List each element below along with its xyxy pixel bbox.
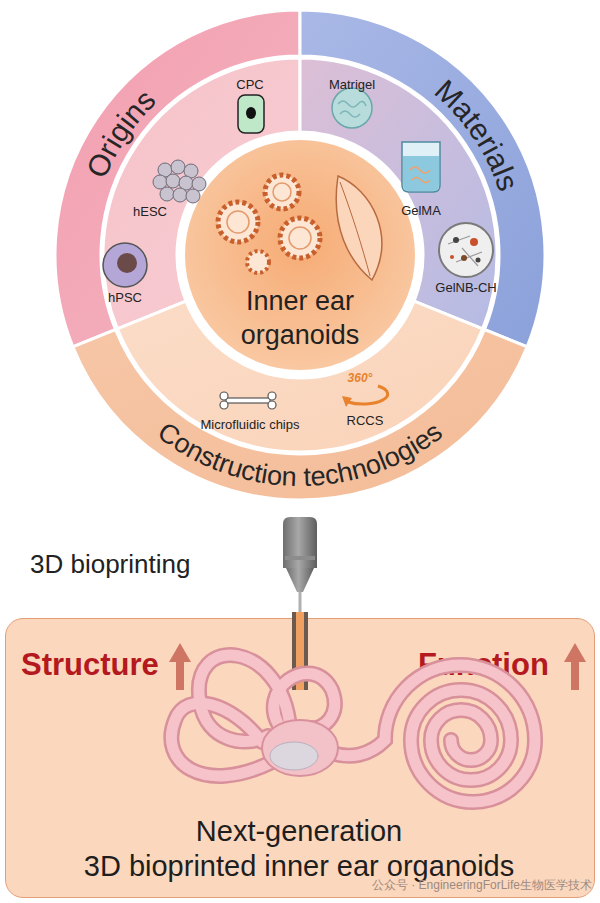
organoid-lumen: [227, 211, 249, 233]
cell-label: hPSC: [108, 291, 142, 306]
organoid: [265, 175, 299, 209]
circle-fill: [183, 138, 417, 372]
increase-arrow: [169, 643, 586, 690]
technology-label: RCCS: [347, 414, 384, 429]
sector-title-path: Construction technologies: [152, 416, 447, 492]
cpc-icon: [238, 95, 264, 133]
wrap-spacer: [414, 814, 529, 849]
wrap-spacer: [69, 814, 184, 849]
organoid: [247, 251, 269, 273]
center-circle: Inner ear organoids: [181, 136, 419, 374]
sector-title: Materials: [429, 73, 526, 195]
emphasis-label: Function: [418, 647, 549, 683]
gelnb-ch-icon: [439, 223, 493, 277]
center-title: Inner ear organoids: [205, 284, 395, 352]
material-label: GelNB-CH: [435, 281, 496, 296]
sector-title: Construction technologies: [152, 416, 447, 492]
sector-title-path: Origins: [80, 83, 162, 183]
panel-title: Next-generation 3D bioprinted inner ear …: [69, 814, 529, 884]
rotation-label: 360°: [348, 372, 373, 386]
organoid-leaf: [336, 176, 382, 280]
process-label: 3D bioprinting: [30, 550, 190, 580]
bioprinter-nozzle: [283, 517, 317, 612]
rccs-icon: [342, 386, 388, 407]
organoid-lumen: [273, 183, 291, 201]
emphasis-label: Structure: [21, 647, 159, 683]
organoid-cluster: [218, 175, 382, 280]
printed-filament: [292, 612, 308, 690]
organoid-leaf-vein: [340, 182, 370, 276]
gelma-icon: [402, 142, 440, 192]
organoid: [218, 202, 258, 242]
matrigel-icon: [332, 88, 372, 128]
result-panel: Structure FunctionNext-generation 3D biop…: [5, 618, 595, 898]
sector-title-path: Materials: [429, 73, 526, 195]
microfluidic-chip-icon: [220, 392, 276, 409]
cell-label: hESC: [133, 205, 167, 220]
hpsc-icon: [103, 243, 147, 287]
technology-label: Microfluidic chips: [201, 418, 300, 433]
cell-label: CPC: [236, 78, 263, 93]
organoid: [280, 218, 320, 258]
organoid-lumen: [289, 227, 311, 249]
sector-title: Origins: [80, 83, 162, 183]
material-label: Matrigel: [329, 78, 375, 93]
hesc-icon: [153, 160, 206, 203]
inner-ear-illustration: [171, 655, 535, 802]
